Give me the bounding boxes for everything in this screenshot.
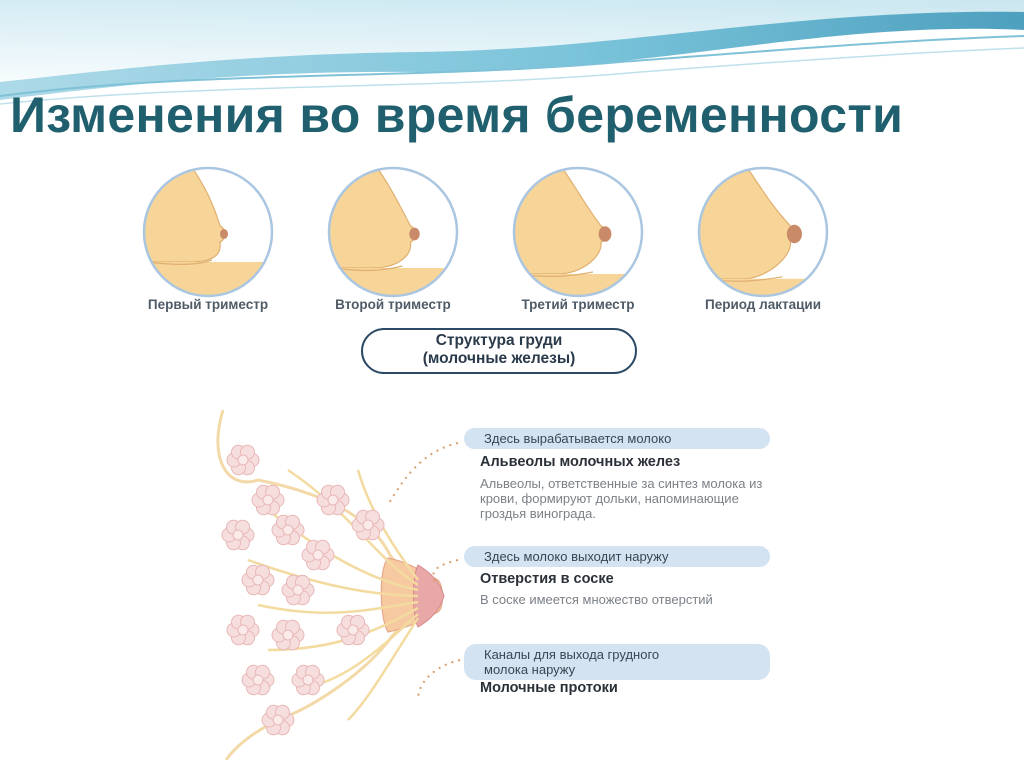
illustration-canvas	[142, 166, 829, 760]
nipple	[598, 226, 612, 242]
title-milk-ducts: Молочные протоки	[480, 680, 618, 696]
pointer-line-ducts	[417, 659, 461, 701]
header-wave-decoration	[0, 0, 1024, 110]
pill-alveoli: Здесь вырабатывается молоко	[464, 428, 770, 449]
alveoli-lobule	[221, 519, 255, 551]
milk-duct	[257, 600, 419, 614]
pill-milk-ducts-line1: Каналы для выхода грудного	[484, 647, 660, 662]
milk-duct	[347, 617, 420, 721]
structure-title-line1: Структура груди	[435, 332, 563, 349]
alveoli-lobule	[291, 664, 325, 696]
title-nipple-openings: Отверстия в соске	[480, 571, 614, 587]
nipple	[786, 224, 803, 244]
stage-label-third-trimester: Третий триместр	[521, 297, 635, 312]
breast-fold-line	[147, 259, 213, 266]
alveoli-lobule	[241, 664, 275, 696]
alveoli-lobule	[261, 704, 295, 736]
alveoli-lobule	[271, 619, 305, 651]
stage-circle-lactation	[697, 166, 829, 298]
alveoli-lobule	[241, 564, 275, 596]
title-alveoli: Альвеолы молочных желез	[480, 454, 681, 470]
nipple	[409, 227, 420, 241]
stage-circle-border	[697, 166, 829, 298]
alveoli-lobule	[226, 444, 260, 476]
stage-circle-first-trimester	[142, 166, 274, 298]
pill-milk-ducts: Каналы для выхода грудного молока наружу	[464, 644, 770, 680]
alveoli-lobule	[316, 484, 350, 516]
pill-nipple-openings: Здесь молоко выходит наружу	[464, 546, 770, 567]
nipple-anatomy	[413, 564, 445, 628]
stage-circle-border	[142, 166, 274, 298]
structure-title-box: Структура груди (молочные железы)	[361, 328, 637, 374]
desc-alveoli-line2: крови, формируют дольки, напоминающие	[480, 491, 739, 506]
desc-alveoli-line1: Альвеолы, ответственные за синтез молока…	[480, 476, 763, 491]
milk-duct	[247, 558, 419, 598]
desc-alveoli-line3: гроздья винограда.	[480, 506, 596, 521]
nipple	[220, 229, 228, 239]
alveoli-lobule	[251, 484, 285, 516]
stage-circle-border	[512, 166, 644, 298]
stage-label-first-trimester: Первый триместр	[147, 297, 269, 312]
alveoli-lobule	[301, 539, 335, 571]
alveoli-lobule	[226, 614, 260, 646]
desc-nipple-openings: В соске имеется множество отверстий	[480, 592, 713, 607]
alveoli-lobule	[351, 509, 385, 541]
stage-label-second-trimester: Второй триместр	[335, 297, 451, 312]
alveoli-lobule	[271, 514, 305, 546]
pill-milk-ducts-line2: молока наружу	[484, 662, 576, 677]
stage-circle-second-trimester	[327, 166, 459, 298]
stage-label-lactation: Период лактации	[704, 297, 821, 312]
slide-title: Изменения во время беременности	[10, 87, 904, 143]
pointer-line-alveoli	[387, 442, 459, 506]
structure-title-line2: (молочные железы)	[422, 350, 576, 367]
alveoli-lobule	[336, 614, 370, 646]
stage-circle-third-trimester	[512, 166, 644, 298]
alveoli-lobule	[281, 574, 315, 606]
stage-circle-border	[327, 166, 459, 298]
breast-changes-figure: Первый триместр Второй триместр Третий т…	[118, 160, 863, 760]
